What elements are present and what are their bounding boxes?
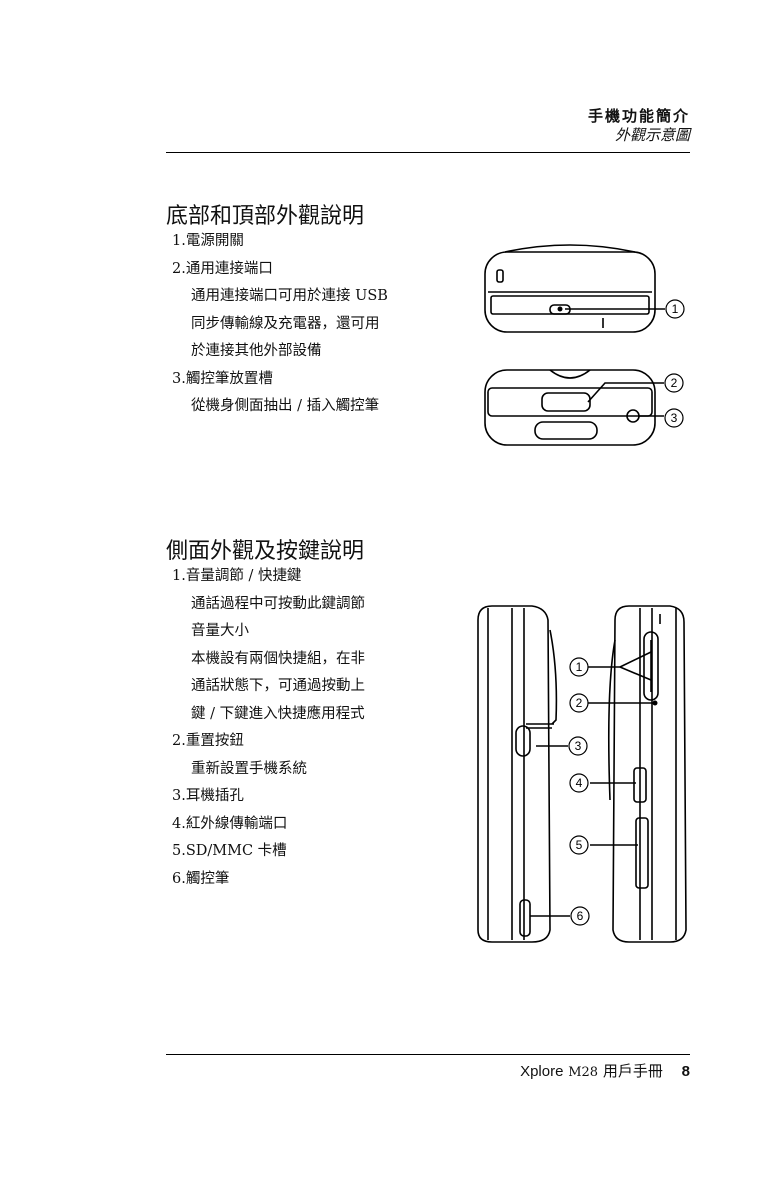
side-view-figure: 1 2 3 4 5 6	[477, 605, 687, 943]
top-bottom-view-figure: 1 2 3	[484, 244, 685, 446]
list-item-detail: 通話狀態下，可通過按動上	[191, 678, 365, 694]
section-title-top-bottom: 底部和頂部外觀說明	[166, 204, 365, 229]
chapter-subtitle: 外觀示意圖	[614, 126, 690, 144]
side-list: 1.音量調節 / 快捷鍵 通話過程中可按動此鍵調節 音量大小 本機設有兩個快捷組…	[172, 563, 442, 893]
header-rule	[166, 152, 690, 153]
side-callout-6: 6	[577, 909, 584, 923]
list-item-detail: 從機身側面抽出 / 插入觸控筆	[191, 398, 380, 414]
side-callout-3: 3	[575, 739, 582, 753]
list-item: 3.觸控筆放置槽	[172, 370, 273, 387]
list-item: 3.耳機插孔	[172, 788, 244, 804]
list-item-detail: 鍵 / 下鍵進入快捷應用程式	[191, 705, 365, 722]
section-title-side: 側面外觀及按鍵說明	[166, 539, 365, 564]
side-callout-2: 2	[576, 696, 583, 710]
chapter-title: 手機功能簡介	[587, 107, 690, 125]
list-item-detail: 音量大小	[191, 623, 249, 639]
callout-2: 2	[671, 376, 678, 390]
list-item-detail: 重新設置手機系統	[191, 760, 307, 777]
footer-manual: 用戶手冊	[602, 1062, 663, 1080]
side-callout-1: 1	[576, 660, 583, 674]
side-callout-5: 5	[576, 838, 583, 852]
callout-1: 1	[672, 302, 679, 316]
list-item-detail: 本機設有兩個快捷組，在非	[191, 650, 365, 667]
list-item: 5.SD/MMC 卡槽	[172, 843, 287, 859]
list-item: 6.觸控筆	[172, 870, 230, 887]
side-callout-4: 4	[576, 776, 583, 790]
list-item-detail: 於連接其他外部設備	[191, 343, 322, 359]
list-item: 1.電源開關	[172, 233, 244, 249]
footer-rule	[166, 1054, 690, 1055]
list-item-detail: 通用連接端口可用於連接 USB	[191, 288, 388, 304]
list-item-detail: 同步傳輸線及充電器，還可用	[191, 315, 380, 332]
list-item: 2.通用連接端口	[172, 260, 273, 277]
list-item: 2.重置按鈕	[172, 733, 244, 749]
list-item: 4.紅外線傳輸端口	[172, 815, 288, 832]
page-footer: Xplore M28 用戶手冊 8	[520, 1060, 690, 1081]
top-bottom-list: 1.電源開關 2.通用連接端口 通用連接端口可用於連接 USB 同步傳輸線及充電…	[172, 228, 442, 421]
callout-3: 3	[671, 411, 678, 425]
footer-model: M28	[568, 1065, 599, 1080]
footer-brand: Xplore	[520, 1063, 564, 1080]
list-item: 1.音量調節 / 快捷鍵	[172, 568, 302, 584]
page-number: 8	[681, 1063, 690, 1080]
list-item-detail: 通話過程中可按動此鍵調節	[191, 595, 365, 612]
